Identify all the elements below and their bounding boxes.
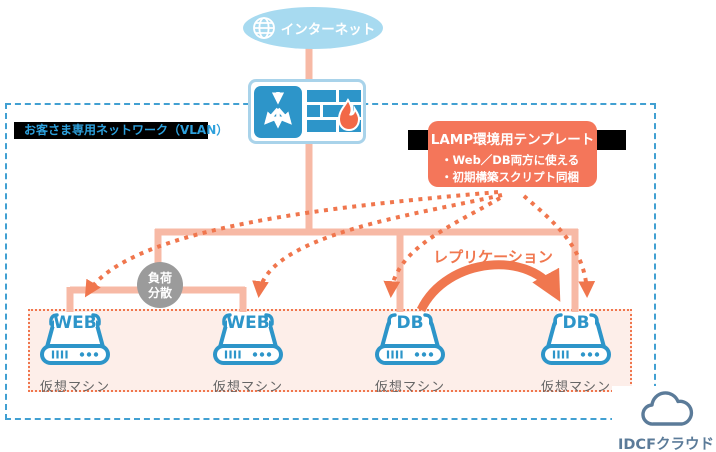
callout-bullet: ・Web／DB両方に使える [441, 153, 580, 167]
internet-node: インターネット [243, 7, 383, 49]
vm-label: 仮想マシン [374, 380, 445, 395]
server-web1: WEB 仮想マシン [35, 311, 115, 395]
callout-bullet-list: ・Web／DB両方に使える ・初期構築スクリプト同梱 [428, 152, 597, 185]
server-type-label: DB [562, 313, 589, 333]
callout-title: LAMP環境用テンプレート [430, 132, 595, 148]
server-db1: DB 仮想マシン [370, 311, 450, 395]
globe-icon [252, 17, 275, 39]
cloud-icon [641, 391, 694, 426]
lamp-template-callout: LAMP環境用テンプレート ・Web／DB両方に使える ・初期構築スクリプト同梱 [428, 121, 597, 187]
vm-label: 仮想マシン [39, 380, 110, 395]
virtual-machines-zone [28, 309, 632, 392]
load-balance-line1: 負荷 [147, 271, 172, 285]
idcf-logo-text: IDCFクラウド [618, 437, 714, 452]
db-server-icon: DB [541, 312, 611, 365]
server-type-label: DB [396, 313, 423, 333]
callout-bullet: ・初期構築スクリプト同梱 [441, 169, 579, 184]
server-db2: DB 仮想マシン [536, 311, 616, 395]
web-server-icon: WEB [213, 312, 283, 365]
replication-label: レプリケーション [433, 248, 553, 266]
vlan-label: お客さま専用ネットワーク（VLAN） [14, 122, 228, 139]
flame-icon [337, 97, 360, 131]
load-balance-line2: 分散 [147, 286, 172, 300]
firewall-icon [306, 89, 361, 132]
appliance-box [248, 79, 366, 144]
internet-label: インターネット [280, 22, 376, 38]
vm-label: 仮想マシン [540, 380, 611, 395]
vm-label: 仮想マシン [212, 380, 283, 395]
server-web2: WEB 仮想マシン [208, 311, 288, 395]
db-server-icon: DB [375, 312, 445, 365]
idcf-cloud-logo: IDCFクラウド [616, 388, 716, 452]
web-server-icon: WEB [40, 312, 110, 365]
load-balancer-icon [253, 85, 302, 138]
server-type-label: WEB [226, 313, 269, 333]
load-balance-badge: 負荷 分散 [137, 262, 183, 308]
server-type-label: WEB [53, 313, 96, 333]
